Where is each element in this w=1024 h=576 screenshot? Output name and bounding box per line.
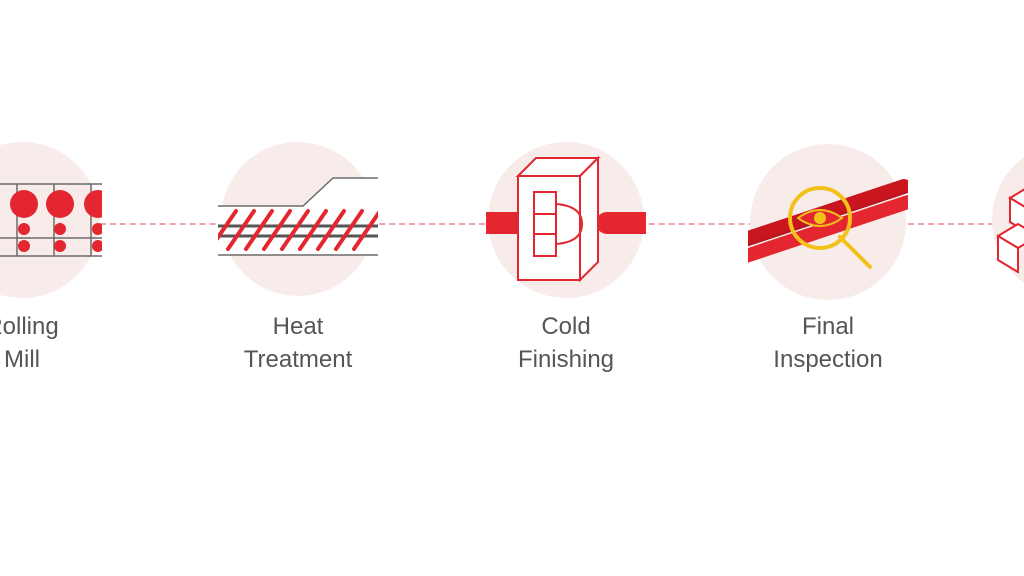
step-cold-finishing	[486, 140, 646, 300]
step-packaging	[990, 140, 1024, 300]
step-label-line2: Treatment	[243, 346, 353, 373]
step-rolling-mill	[0, 140, 102, 300]
step-label-line2: Inspection	[773, 346, 883, 373]
boxes-icon	[992, 157, 1024, 283]
step-label-heat-treatment: Heat Treatment	[198, 310, 398, 376]
step-label-rolling-mill: Rolling Mill	[0, 310, 122, 376]
step-heat-treatment	[218, 141, 378, 301]
step-label-line1: Rolling	[0, 313, 59, 340]
heat-treatment-icon	[218, 142, 378, 296]
rolling-mill-icon	[0, 142, 102, 298]
step-label-line1: Final	[801, 313, 855, 340]
step-final-inspection	[748, 142, 908, 302]
step-label-line2: Mill	[4, 346, 40, 373]
step-label-final-inspection: Final Inspection	[728, 310, 928, 376]
final-inspection-icon	[748, 144, 908, 300]
step-label-line2: Finishing	[517, 346, 615, 373]
cold-finishing-icon	[486, 142, 646, 298]
step-label-line1: Heat	[272, 313, 324, 340]
step-label-line1: Cold	[541, 313, 591, 340]
step-label-cold-finishing: Cold Finishing	[466, 310, 666, 376]
